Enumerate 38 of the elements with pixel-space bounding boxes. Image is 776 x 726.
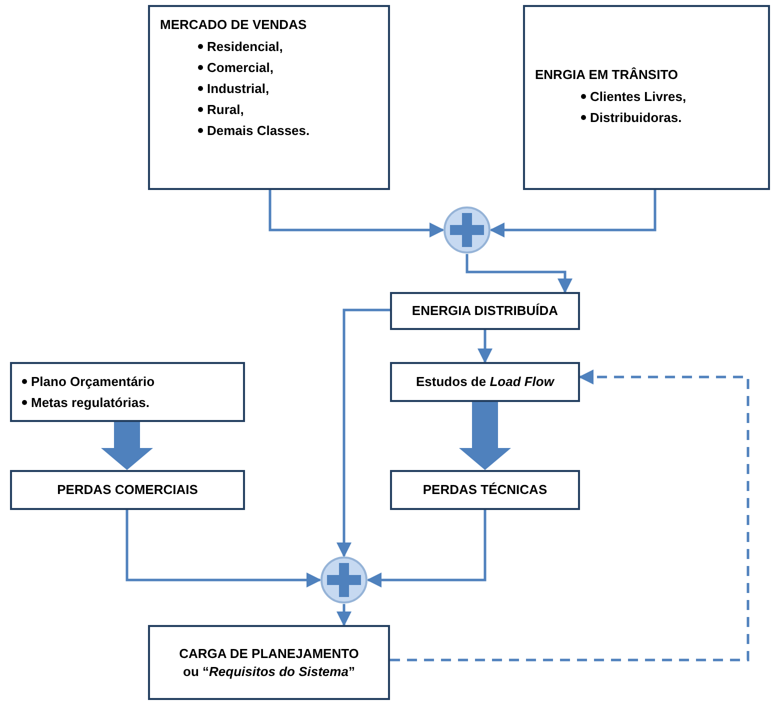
process-box (10, 470, 245, 510)
block-arrow (101, 422, 153, 470)
arrow (336, 308, 390, 558)
box-heading: MERCADO DE VENDAS (160, 17, 307, 32)
arrow (126, 510, 322, 588)
process-box (390, 470, 580, 510)
block-arrow (459, 402, 511, 470)
process-box (523, 5, 770, 190)
bullet-item: Demais Classes. (207, 122, 310, 140)
bullet-item: Industrial, (207, 80, 270, 98)
arrow (366, 510, 486, 588)
bullet-item: Residencial, (207, 38, 283, 56)
process-box (10, 362, 245, 422)
bullet-item: Clientes Livres, (590, 88, 686, 106)
process-box (148, 5, 390, 190)
dashed-arrow (390, 370, 750, 662)
process-box (390, 292, 580, 330)
bullet-item: Rural, (207, 101, 244, 119)
arrow (336, 604, 352, 626)
box-heading: ENRGIA EM TRÂNSITO (535, 67, 678, 82)
box-label: PERDAS TÉCNICAS (422, 481, 548, 499)
arrow (478, 330, 492, 364)
box-label: ou “Requisitos do Sistema” (183, 662, 355, 680)
sum-circle (320, 556, 368, 604)
bullet-item: Distribuidoras. (590, 109, 682, 127)
bullet-item: Metas regulatórias. (31, 394, 150, 412)
box-label: CARGA DE PLANEJAMENTO (179, 644, 359, 662)
process-box (148, 625, 390, 700)
arrow (490, 190, 656, 238)
arrow (466, 254, 572, 294)
box-label: PERDAS COMERCIAIS (57, 481, 198, 499)
process-box (390, 362, 580, 402)
sum-circle (443, 206, 491, 254)
bullet-item: Plano Orçamentário (31, 373, 155, 391)
bullet-item: Comercial, (207, 59, 274, 77)
arrow (268, 190, 444, 238)
box-label: Estudos de Load Flow (416, 373, 554, 391)
box-label: ENERGIA DISTRIBUÍDA (412, 302, 558, 320)
